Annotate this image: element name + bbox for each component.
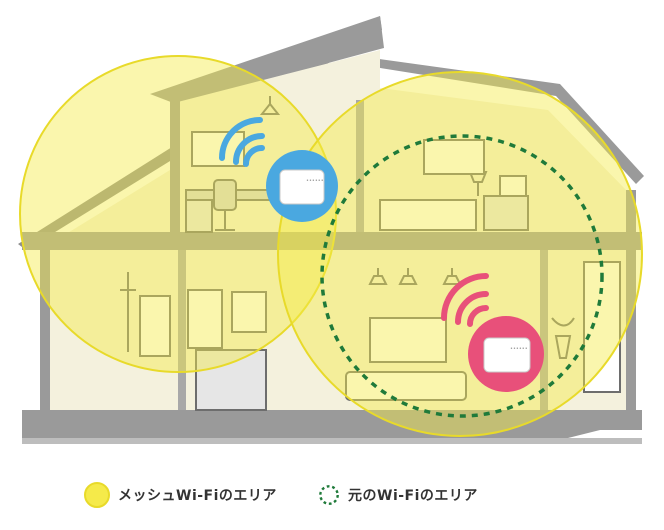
yellow-circle-icon bbox=[84, 482, 110, 508]
legend: メッシュWi-Fiのエリア 元のWi-Fiのエリア bbox=[0, 478, 664, 512]
router-blue-icon: •••••• bbox=[219, 117, 338, 222]
legend-label-original: 元のWi-Fiのエリア bbox=[348, 488, 478, 504]
router-brand-upstairs: •••••• bbox=[306, 178, 324, 184]
legend-item-original: 元のWi-Fiのエリア bbox=[318, 478, 478, 512]
desk-drawer bbox=[185, 199, 213, 233]
wall-right bbox=[626, 190, 636, 420]
wall-upper-mid bbox=[356, 100, 364, 232]
shower bbox=[120, 272, 136, 352]
floor-slab bbox=[22, 232, 642, 250]
front-door bbox=[583, 261, 621, 393]
window-downstairs bbox=[231, 291, 267, 333]
pendant-lamp-2 bbox=[398, 268, 418, 285]
legend-item-mesh: メッシュWi-Fiのエリア bbox=[84, 478, 277, 512]
pendant-lamp-3 bbox=[442, 268, 462, 285]
pendant-lamp-upstairs bbox=[259, 96, 281, 115]
wifi-waves-icon bbox=[233, 133, 265, 165]
sofa bbox=[345, 371, 467, 401]
mesh-area-downstairs bbox=[277, 71, 643, 437]
bed bbox=[379, 199, 477, 231]
potted-plant bbox=[551, 317, 575, 359]
window-bedroom bbox=[423, 139, 485, 175]
pendant-lamp-1 bbox=[368, 268, 388, 285]
wall-bath bbox=[178, 250, 186, 420]
tv bbox=[369, 317, 447, 363]
ground bbox=[22, 410, 642, 440]
router-brand-downstairs: •••••• bbox=[510, 346, 528, 352]
closet bbox=[187, 289, 223, 349]
wifi-waves-icon bbox=[455, 291, 489, 325]
roof-upper bbox=[150, 16, 384, 104]
wall-upper-left bbox=[170, 100, 180, 234]
kitchen-counter bbox=[195, 349, 267, 411]
chair-base bbox=[215, 210, 235, 231]
original-wifi-area bbox=[320, 134, 604, 418]
bath-door bbox=[139, 295, 171, 357]
router-pink-icon: •••••• bbox=[441, 273, 544, 392]
dashed-circle-icon bbox=[319, 485, 339, 505]
nightstand bbox=[483, 195, 529, 231]
shelf-books bbox=[499, 175, 527, 197]
wall-left bbox=[40, 250, 50, 420]
foundation bbox=[22, 438, 642, 444]
roof-right bbox=[368, 58, 644, 184]
legend-label-mesh: メッシュWi-Fiのエリア bbox=[118, 488, 277, 504]
furniture bbox=[120, 96, 621, 411]
wall-living bbox=[540, 250, 548, 420]
